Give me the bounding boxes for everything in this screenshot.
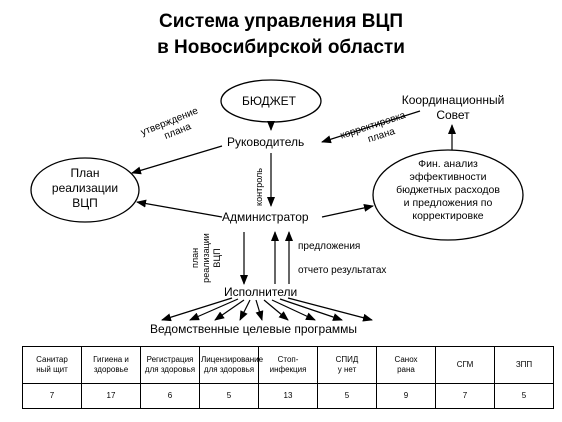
label-report: отчето результатах (298, 265, 387, 276)
table-value-cell: 9 (376, 383, 436, 409)
arrow-admin-plan (136, 199, 223, 218)
executors-to-programs-arrows (161, 297, 373, 322)
arrow-council-head (321, 110, 421, 144)
table-value-cell: 7 (435, 383, 495, 409)
table-value-cell: 5 (317, 383, 377, 409)
svg-text:реализации: реализации (201, 233, 211, 283)
node-fin-line4: и предложения по (403, 197, 493, 209)
table-header-cell: Стоп-инфекция (258, 346, 318, 384)
node-admin: Администратор (222, 210, 309, 224)
node-executors: Исполнители (224, 285, 298, 299)
node-fin-line5: корректировке (412, 210, 484, 222)
label-implementation-plan: план реализации ВЦП (190, 233, 222, 283)
node-plan-line2: реализации (51, 181, 119, 195)
node-council-line1: Координационный (401, 93, 505, 107)
node-plan-line3: ВЦП (72, 196, 98, 210)
label-approval: утверждение плана (139, 105, 200, 142)
node-fin-line2: эффективности (409, 171, 487, 183)
node-council: Координационный Совет (398, 93, 508, 123)
node-fin-line1: Фин. анализ (418, 158, 478, 170)
table-value-cell: 13 (258, 383, 318, 409)
svg-text:ВЦП: ВЦП (212, 248, 222, 267)
plan-ellipse (30, 157, 140, 223)
node-plan: План реализации ВЦП (43, 166, 127, 211)
table-value-cell: 5 (494, 383, 554, 409)
table-value-cell: 7 (22, 383, 82, 409)
node-fin-analysis: Фин. анализ эффективности бюджетных расх… (383, 158, 513, 223)
table-value-cell: 6 (140, 383, 200, 409)
node-programs: Ведомственные целевые программы (150, 322, 358, 336)
fin-analysis-ellipse (372, 149, 524, 241)
table-value-cell: 5 (199, 383, 259, 409)
table-header-cell: СГМ (435, 346, 495, 384)
arrow-admin-fin (321, 203, 374, 218)
node-budget: БЮДЖЕТ (242, 94, 297, 108)
page-subtitle: в Новосибирской области (157, 37, 405, 58)
label-proposals: предложения (298, 241, 361, 252)
table-header-cell: ЗПП (494, 346, 554, 384)
svg-text:план: план (190, 248, 200, 268)
programs-values-row: 7 17 6 5 13 5 9 7 5 (22, 383, 554, 409)
node-fin-line3: бюджетных расходов (396, 184, 500, 196)
node-head: Руководитель (227, 135, 305, 149)
table-value-cell: 17 (81, 383, 141, 409)
arrow-head-plan (131, 145, 223, 175)
node-council-line2: Совет (436, 108, 470, 122)
label-control: контроль (254, 168, 264, 206)
node-plan-line1: План (70, 166, 100, 180)
page-title: Система управления ВЦП (158, 11, 404, 32)
